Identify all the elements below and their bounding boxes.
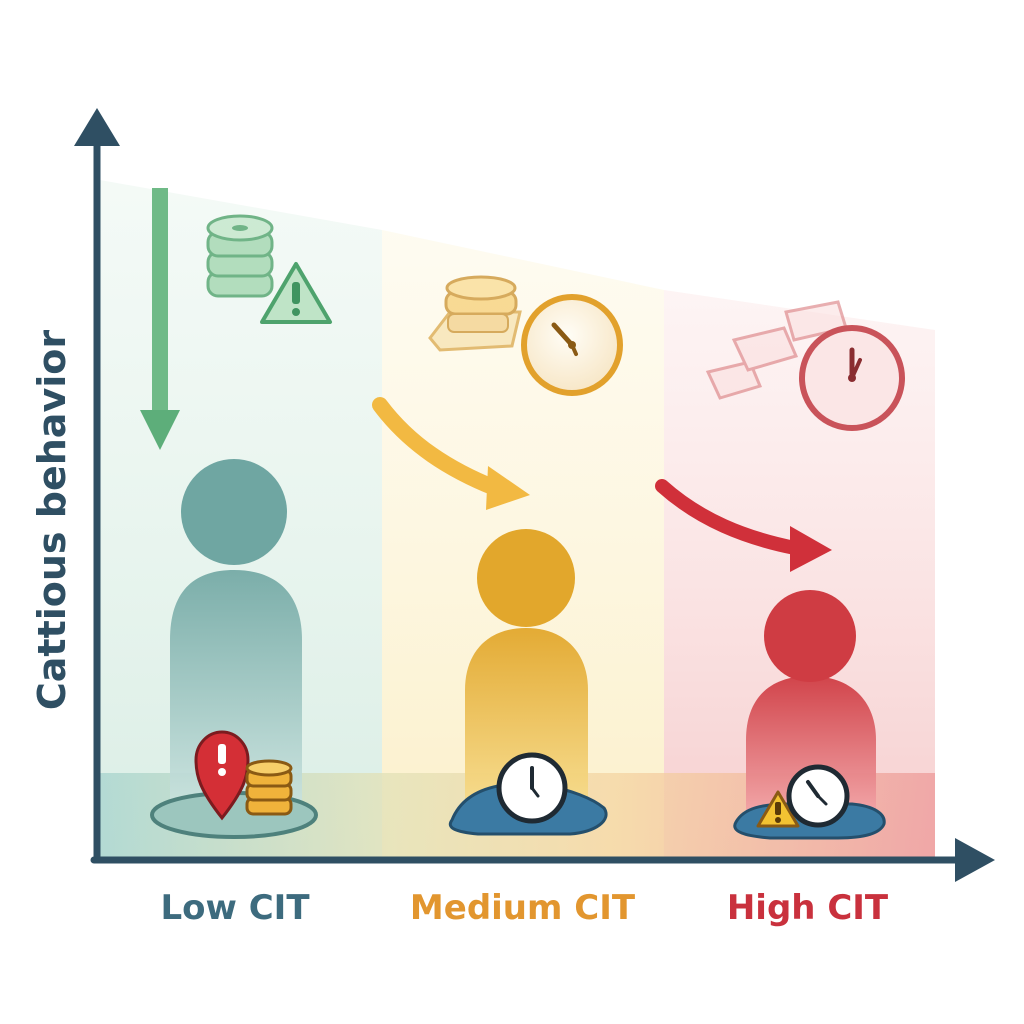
high-cit-arrowhead: [790, 526, 832, 572]
x-axis-arrowhead: [955, 838, 995, 882]
gold-coins-icon: [245, 759, 293, 816]
medium-cit-arrowhead: [486, 466, 530, 510]
clock-icon: [521, 294, 623, 396]
category-label-high: High CIT: [726, 888, 889, 928]
axes: [74, 108, 995, 882]
coin-stack-icon: [206, 214, 274, 298]
y-axis-label: Cattious behavior: [30, 329, 74, 711]
coins-and-cash-icon: [428, 275, 522, 352]
y-axis-arrowhead: [74, 108, 120, 146]
clock-icon: [786, 764, 850, 828]
alert-pin-icon: [194, 730, 250, 821]
low-cit-group: [140, 188, 332, 839]
high-cit-curved-arrow: [655, 479, 802, 555]
category-label-low: Low CIT: [160, 888, 310, 928]
category-label-medium: Medium CIT: [409, 888, 636, 928]
clock-icon: [496, 752, 568, 824]
warning-triangle-icon: [756, 790, 800, 828]
low-cit-down-arrow: [140, 188, 180, 450]
medium-cit-group: [372, 275, 623, 836]
high-cit-group: [655, 300, 905, 840]
clock-icon: [799, 325, 905, 431]
medium-cit-curved-arrow: [372, 397, 503, 496]
warning-triangle-icon: [260, 262, 332, 324]
